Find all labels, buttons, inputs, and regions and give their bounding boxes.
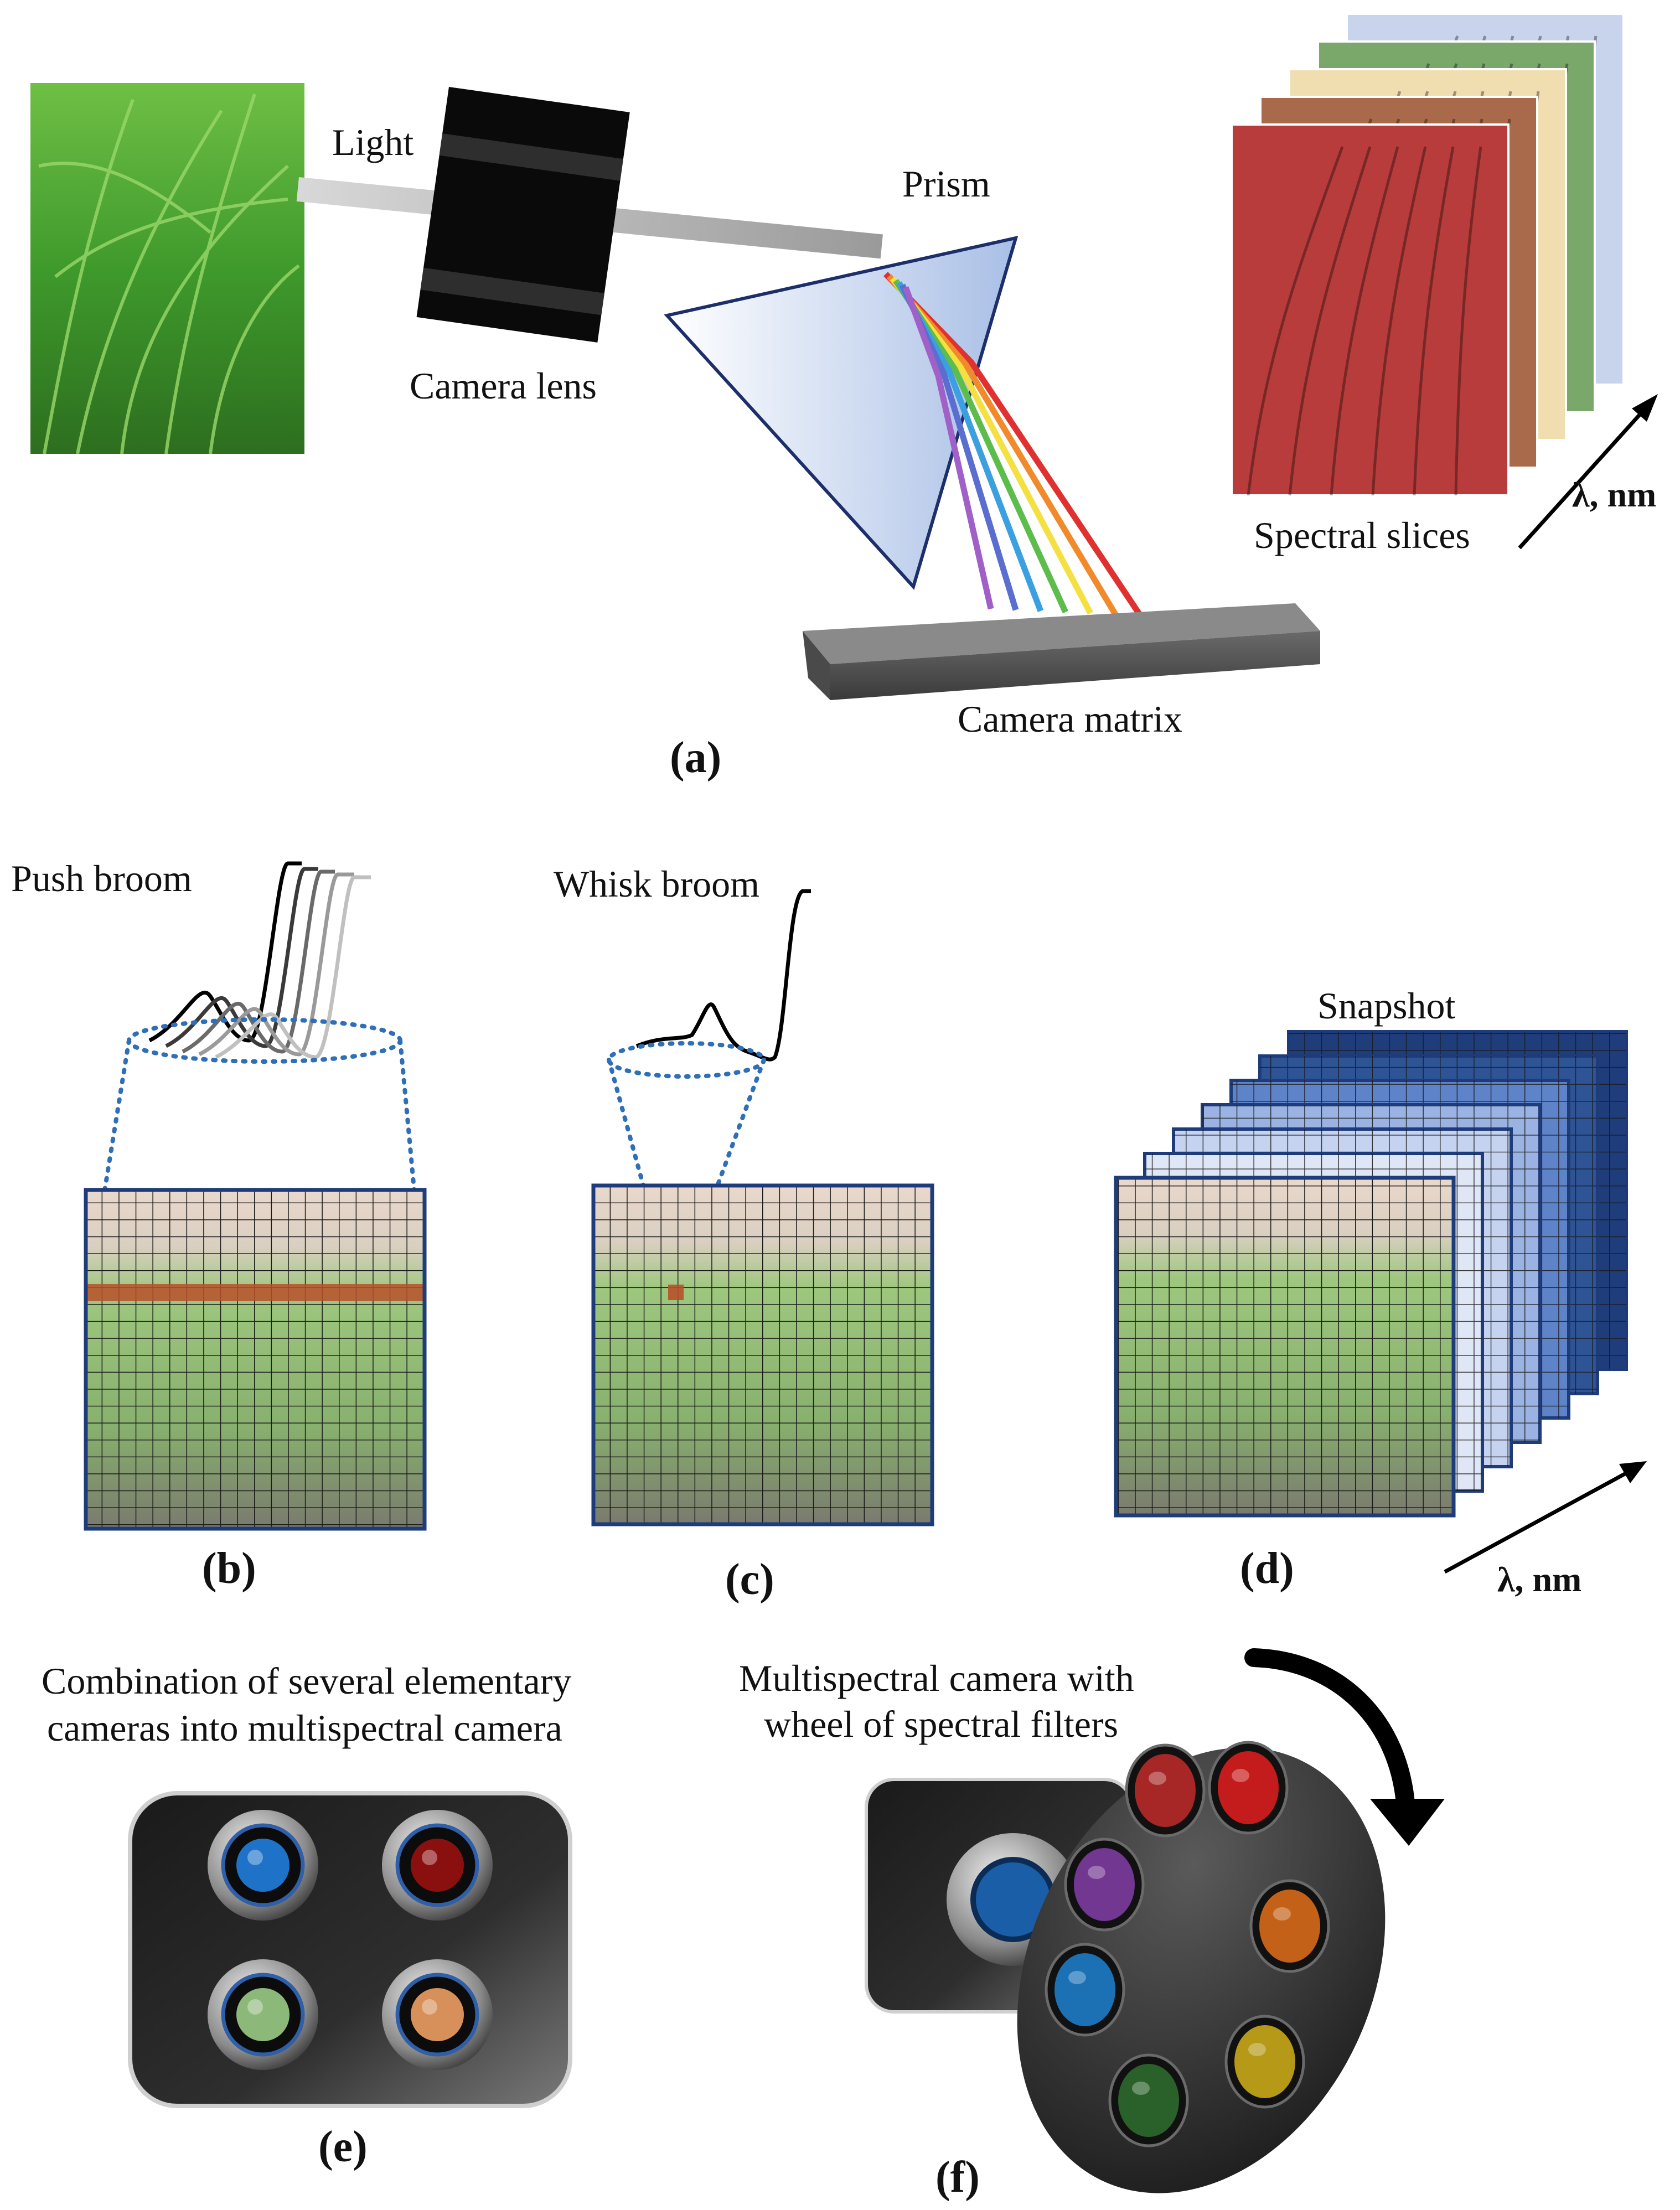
spectrum-rays	[883, 272, 1143, 618]
push-broom-image	[84, 1188, 427, 1531]
camera-matrix	[803, 603, 1320, 700]
lens-highlight	[422, 1999, 437, 2015]
filter-highlight	[1273, 1907, 1291, 1921]
filter-highlight	[1132, 2082, 1150, 2095]
spectral-slices-label: Spectral slices	[1254, 514, 1470, 556]
caption-c: (c)	[725, 1555, 774, 1604]
lens-highlight	[247, 1999, 263, 2015]
panel-e: Combination of several elementary camera…	[42, 1660, 572, 2171]
spectral-slices	[1231, 13, 1625, 496]
panel-f-label-line1: Multispectral camera with	[739, 1657, 1134, 1699]
filter-highlight	[1088, 1866, 1105, 1879]
snapshot-image	[1114, 1176, 1456, 1518]
push-broom-label: Push broom	[11, 857, 192, 899]
caption-b: (b)	[202, 1544, 256, 1593]
wavelength-arrowhead-d	[1619, 1461, 1647, 1483]
slice-blade	[1247, 146, 1344, 496]
lens-glass	[236, 1839, 290, 1892]
slice-blade	[1288, 146, 1372, 496]
caption-f: (f)	[935, 2153, 980, 2202]
wavelength-arrow-d	[1444, 1467, 1634, 1574]
multi-camera-body	[128, 1791, 572, 2108]
panel-e-label-line2: cameras into multispectral camera	[47, 1707, 562, 1749]
spectral-filter	[1259, 1890, 1320, 1963]
camera-lens	[416, 86, 630, 343]
lambda-label-a: λ, nm	[1572, 475, 1656, 514]
spectral-filter	[1234, 2025, 1295, 2098]
lens-glass	[411, 1988, 464, 2041]
lens-glass	[236, 1988, 290, 2041]
panel-e-label-line1: Combination of several elementary	[42, 1660, 571, 1702]
rotation-arrowhead	[1370, 1799, 1445, 1846]
filter-wheel-filters	[1045, 1741, 1330, 2147]
panel-c: Whisk broom (c)	[554, 863, 934, 1604]
wavelength-arrow-a	[1518, 405, 1648, 550]
spectrum-ray	[902, 286, 994, 610]
filter-highlight	[1232, 1769, 1249, 1782]
multi-camera-lenses	[208, 1810, 493, 2070]
spectral-filter	[1135, 1754, 1196, 1827]
filter-highlight	[1149, 1772, 1166, 1785]
whisk-broom-pixel	[668, 1285, 684, 1300]
whisk-broom-spectrum	[635, 889, 811, 1062]
whisk-broom-cone-right	[676, 1058, 766, 1295]
caption-e: (e)	[318, 2123, 368, 2171]
whisk-broom-label: Whisk broom	[554, 863, 759, 905]
caption-a: (a)	[670, 733, 721, 782]
caption-d: (d)	[1240, 1544, 1294, 1593]
push-broom-spectra	[148, 861, 371, 1059]
spectral-filter	[1218, 1751, 1279, 1824]
filter-highlight	[1068, 1971, 1086, 1984]
light-label: Light	[332, 121, 413, 163]
lens-glass	[411, 1839, 464, 1892]
panel-b: Push broom (b)	[11, 857, 427, 1593]
spectral-filter	[1074, 1848, 1135, 1921]
whisk-broom-image	[591, 1183, 934, 1526]
rotation-arrow	[1244, 1648, 1415, 1819]
lambda-label-d: λ, nm	[1497, 1560, 1581, 1599]
slice-texture	[1247, 146, 1482, 496]
filter-highlight	[1248, 2043, 1266, 2056]
lens-highlight	[247, 1850, 263, 1865]
slice-blade	[1330, 146, 1399, 496]
panel-f: Multispectral camera with wheel of spect…	[739, 1648, 1445, 2202]
camera-matrix-label: Camera matrix	[958, 698, 1182, 740]
spectral-slice	[1231, 123, 1510, 496]
panel-d: Snapshot λ, nm (d)	[1114, 985, 1647, 1599]
wavelength-arrowhead-a	[1632, 394, 1658, 422]
slice-blade	[1413, 146, 1455, 496]
push-broom-scan-line	[86, 1284, 425, 1301]
spectral-filter	[1054, 1953, 1115, 2026]
camera-lens-label: Camera lens	[410, 365, 597, 407]
snapshot-label: Snapshot	[1317, 985, 1455, 1027]
lens-highlight	[422, 1850, 437, 1865]
grass-blades	[38, 94, 300, 454]
prism-label: Prism	[902, 163, 990, 205]
panel-a: Light Camera lens Prism Camera matrix Sp…	[30, 13, 1658, 782]
whisk-broom-ellipse	[607, 1041, 766, 1079]
grass-photo	[30, 83, 304, 454]
spectral-filter	[1118, 2064, 1179, 2137]
slice-blade	[1454, 146, 1482, 496]
slice-blade	[1371, 146, 1427, 496]
panel-f-label-line2: wheel of spectral filters	[764, 1703, 1118, 1745]
